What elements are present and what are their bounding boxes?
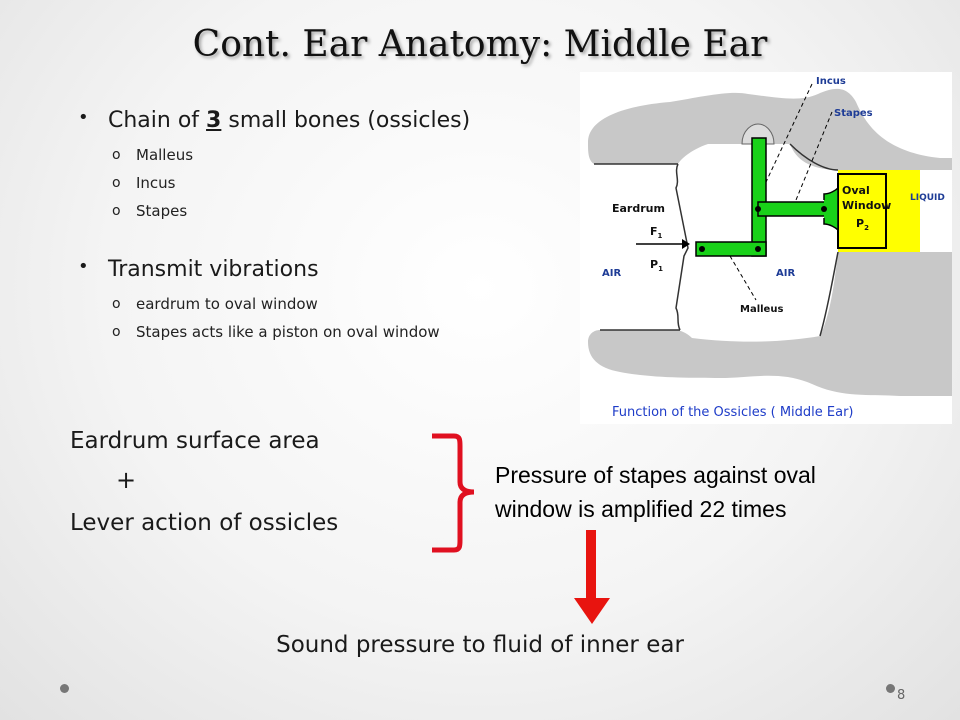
factor-eardrum-area: Eardrum surface area — [70, 428, 320, 454]
factor-lever-action: Lever action of ossicles — [70, 510, 339, 536]
liquid-region — [838, 170, 920, 252]
incus-bone — [751, 137, 767, 257]
air-left-label: AIR — [602, 268, 621, 279]
air-right-label: AIR — [776, 268, 795, 279]
force-subscript: 1 — [658, 232, 663, 240]
lower-tissue-shape — [588, 252, 952, 396]
bullet-text: Transmit vibrations — [108, 257, 319, 282]
stapes-label: Stapes — [834, 108, 873, 119]
page-number: 8 — [897, 688, 906, 703]
pointer-line — [795, 111, 833, 201]
sub-item: Malleus — [112, 141, 598, 169]
bullet-ossicles: Chain of 3 small bones (ossicles) — [78, 107, 598, 133]
bullet-text: Chain of — [108, 108, 207, 133]
pressure-window-label: P2 — [856, 217, 869, 232]
pressure-subscript: 1 — [658, 265, 663, 273]
malleus-label: Malleus — [740, 304, 783, 315]
pressure-subscript: 2 — [864, 224, 869, 232]
sub-item: eardrum to oval window — [112, 290, 598, 318]
joint-point — [755, 206, 761, 212]
sub-list-transmit: eardrum to oval window Stapes acts like … — [78, 290, 598, 346]
sub-item: Stapes acts like a piston on oval window — [112, 318, 598, 346]
bullet-text: small bones (ossicles) — [221, 108, 471, 133]
oval-label: Oval — [842, 184, 870, 197]
force-symbol: F — [650, 225, 658, 238]
pressure-line: window is amplified 22 times — [495, 496, 787, 522]
footer-dot-right — [886, 684, 895, 693]
plus-sign: + — [116, 466, 137, 494]
sub-list-ossicles: Malleus Incus Stapes — [78, 141, 598, 225]
bullet-list: Chain of 3 small bones (ossicles) Malleu… — [78, 107, 598, 378]
bullet-transmit: Transmit vibrations — [78, 256, 598, 282]
pressure-line: Pressure of stapes against oval — [495, 462, 816, 488]
joint-point — [755, 246, 761, 252]
bullet-emphasis: 3 — [206, 108, 222, 133]
pressure-symbol: P — [856, 217, 864, 230]
sub-item: Stapes — [112, 197, 598, 225]
eardrum-label: Eardrum — [612, 202, 665, 215]
footer-dot-left — [60, 684, 69, 693]
stapes-footplate — [823, 186, 839, 232]
window-label: Window — [842, 199, 891, 212]
upper-tissue-shape — [588, 88, 952, 170]
down-arrow — [574, 530, 610, 624]
sub-item: Incus — [112, 169, 598, 197]
joint-point — [821, 206, 827, 212]
force-label: F1 — [650, 225, 663, 240]
result-text: Sound pressure to fluid of inner ear — [276, 632, 684, 658]
malleus-bone — [695, 241, 767, 257]
boundary-line — [789, 143, 839, 171]
pointer-line — [729, 255, 757, 301]
boundary-line — [819, 251, 839, 337]
joint-point — [699, 246, 705, 252]
eardrum-line — [675, 163, 689, 331]
pressure-amplification-text: Pressure of stapes against oval window i… — [495, 458, 955, 526]
grouping-brace — [432, 433, 475, 553]
ossicles-diagram: Incus Stapes Eardrum F1 P1 AIR AIR Malle… — [580, 72, 952, 424]
force-arrowhead — [682, 239, 690, 249]
pressure-eardrum-label: P1 — [650, 258, 663, 273]
pressure-symbol: P — [650, 258, 658, 271]
incus-label: Incus — [816, 76, 846, 87]
stapes-bone — [757, 201, 829, 217]
slide-title: Cont. Ear Anatomy: Middle Ear — [192, 24, 768, 65]
diagram-caption: Function of the Ossicles ( Middle Ear) — [612, 405, 853, 420]
liquid-label: LIQUID — [910, 193, 945, 203]
